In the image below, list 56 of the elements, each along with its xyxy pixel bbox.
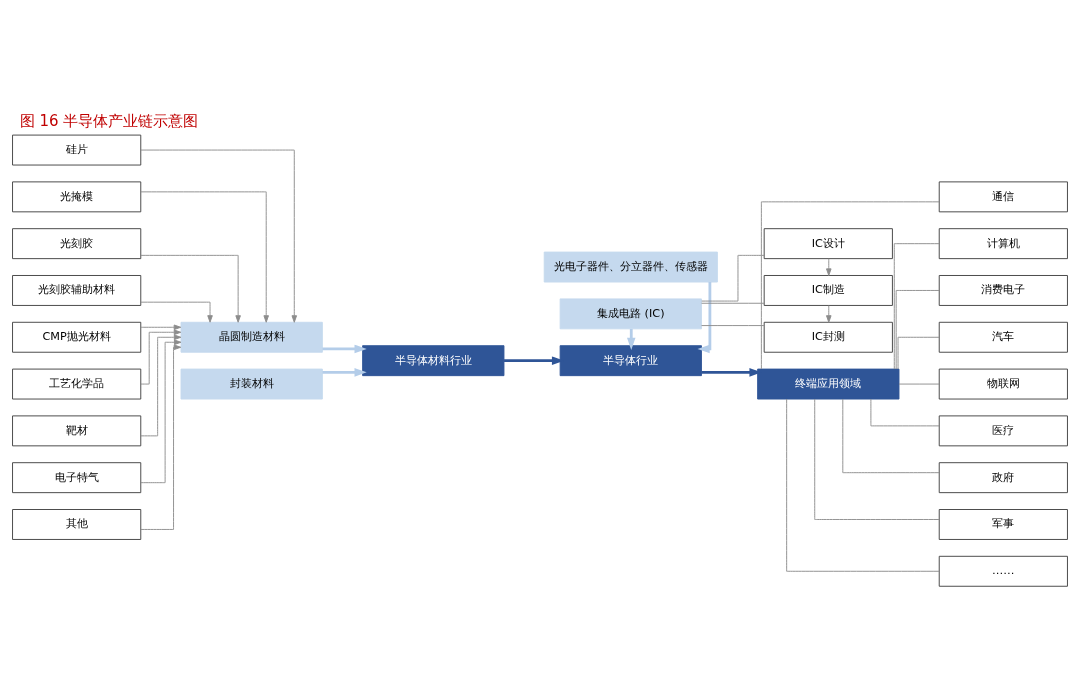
connector	[898, 383, 940, 385]
node-box: 军事	[938, 508, 1068, 540]
node-box: ……	[938, 555, 1068, 587]
arrow	[140, 344, 182, 530]
arrow	[140, 254, 241, 323]
arrow	[826, 257, 832, 276]
connector	[895, 289, 940, 369]
node-box: 光刻胶辅助材料	[12, 274, 142, 306]
node-box: CMP抛光材料	[12, 321, 142, 353]
arrow	[140, 301, 213, 323]
node-box: 工艺化学品	[12, 368, 142, 400]
node-box: 半导体行业	[559, 344, 702, 376]
node-box: 光掩模	[12, 180, 142, 212]
node-box: 光电子器件、分立器件、传感器	[543, 251, 718, 282]
node-box: 物联网	[938, 368, 1068, 400]
diagram-title: 图 16 半导体产业链示意图	[19, 111, 199, 130]
node-box: 半导体材料行业	[362, 344, 505, 376]
node-box: 封装材料	[180, 368, 323, 400]
connector	[760, 200, 940, 369]
node-box: 晶圆制造材料	[180, 321, 323, 353]
node-box: 其他	[12, 508, 142, 540]
connector	[701, 254, 765, 302]
arrow	[140, 339, 182, 483]
node-box: IC制造	[763, 274, 893, 306]
connector	[701, 324, 765, 326]
node-box: IC封测	[763, 321, 893, 353]
node-box: 硅片	[12, 134, 142, 165]
node-box: 计算机	[938, 227, 1068, 259]
node-box: 医疗	[938, 414, 1068, 446]
connector	[893, 242, 940, 370]
connector	[786, 398, 940, 572]
arrow	[140, 190, 269, 323]
connector	[814, 398, 940, 520]
node-box: 光刻胶	[12, 227, 142, 259]
arrow	[140, 334, 182, 436]
arrow	[140, 329, 182, 385]
connector	[870, 398, 940, 426]
arrow	[140, 324, 182, 330]
arrow	[322, 344, 367, 353]
node-box: IC设计	[763, 227, 893, 259]
node-box: 消费电子	[938, 274, 1068, 306]
node-box: 终端应用领域	[757, 368, 900, 400]
arrow	[140, 149, 298, 323]
connector	[842, 398, 940, 473]
connector	[897, 336, 940, 369]
connector	[701, 302, 765, 304]
node-box: 集成电路 (IC)	[559, 297, 702, 329]
arrow	[697, 281, 712, 353]
node-box: 汽车	[938, 321, 1068, 353]
node-box: 通信	[938, 180, 1068, 212]
arrow	[322, 367, 367, 377]
node-box: 靶材	[12, 414, 142, 446]
node-box: 电子特气	[12, 461, 142, 493]
arrow	[627, 328, 636, 350]
node-box: 政府	[938, 461, 1068, 493]
arrow	[826, 304, 832, 323]
